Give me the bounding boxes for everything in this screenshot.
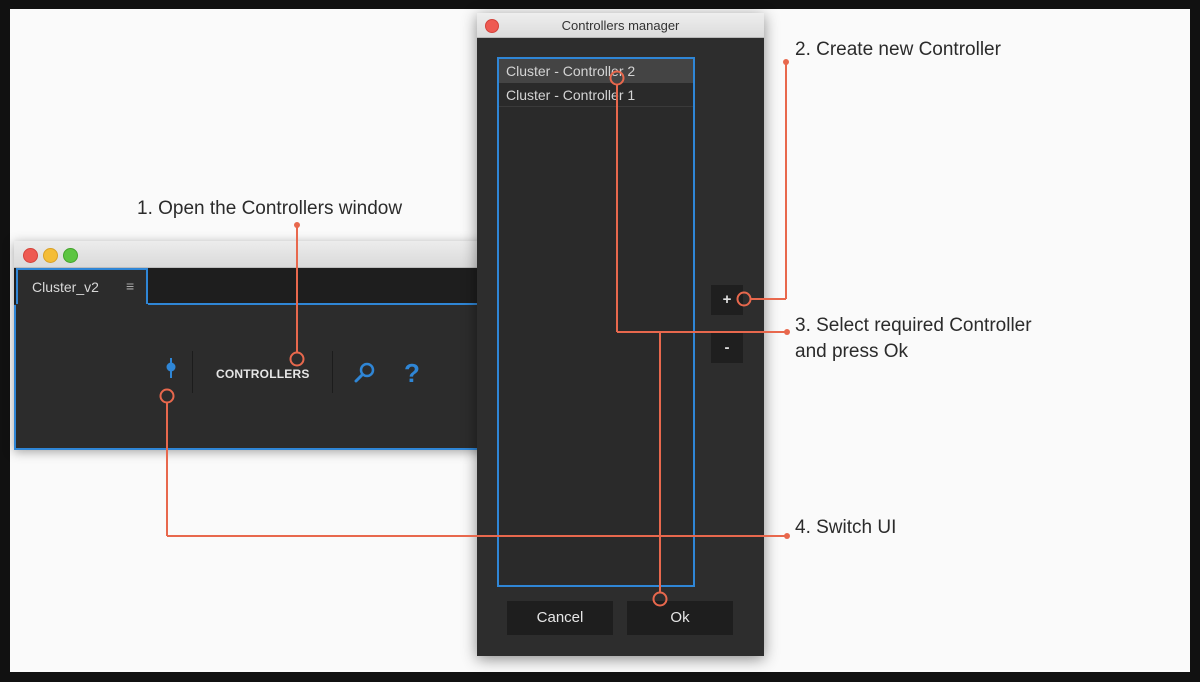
annotation-step-4: 4. Switch UI xyxy=(795,517,897,538)
toolbar-separator xyxy=(332,351,333,393)
tab-cluster-v2[interactable]: Cluster_v2 ≡ xyxy=(16,268,148,304)
controllers-button[interactable]: CONTROLLERS xyxy=(216,367,310,381)
minimize-window-button[interactable] xyxy=(43,248,58,263)
add-controller-button[interactable]: + xyxy=(711,285,743,315)
tab-underline xyxy=(148,303,492,305)
list-item-controller-2[interactable]: Cluster - Controller 2 xyxy=(499,59,693,83)
zoom-window-button[interactable] xyxy=(63,248,78,263)
annotation-step-2: 2. Create new Controller xyxy=(795,39,1001,60)
panel-titlebar xyxy=(14,241,492,268)
tab-menu-icon[interactable]: ≡ xyxy=(126,278,135,294)
annotation-step-3-line-1: 3. Select required Controller xyxy=(795,315,1032,336)
switch-ui-icon[interactable] xyxy=(164,358,178,378)
panel-tabbar: Cluster_v2 ≡ xyxy=(14,268,492,304)
dialog-title: Controllers manager xyxy=(561,18,680,33)
close-window-button[interactable] xyxy=(23,248,38,263)
tab-label: Cluster_v2 xyxy=(32,279,99,295)
ok-button[interactable]: Ok xyxy=(627,601,733,635)
annotation-step-3-line-2: and press Ok xyxy=(795,341,908,362)
dialog-close-button[interactable] xyxy=(485,19,499,33)
toolbar-separator xyxy=(192,351,193,393)
dialog-titlebar: Controllers manager xyxy=(477,13,764,38)
list-item-controller-1[interactable]: Cluster - Controller 1 xyxy=(499,83,693,107)
controllers-manager-dialog: Controllers manager Cluster - Controller… xyxy=(477,13,764,656)
search-icon[interactable] xyxy=(353,361,377,385)
help-icon[interactable]: ? xyxy=(404,358,420,388)
remove-controller-button[interactable]: - xyxy=(711,333,743,363)
panel-body: CONTROLLERS ? xyxy=(14,305,492,450)
cluster-panel-window: Cluster_v2 ≡ CONTROLLERS ? xyxy=(14,241,492,450)
annotation-step-1: 1. Open the Controllers window xyxy=(137,198,403,219)
controllers-list[interactable]: Cluster - Controller 2 Cluster - Control… xyxy=(497,57,695,587)
cancel-button[interactable]: Cancel xyxy=(507,601,613,635)
